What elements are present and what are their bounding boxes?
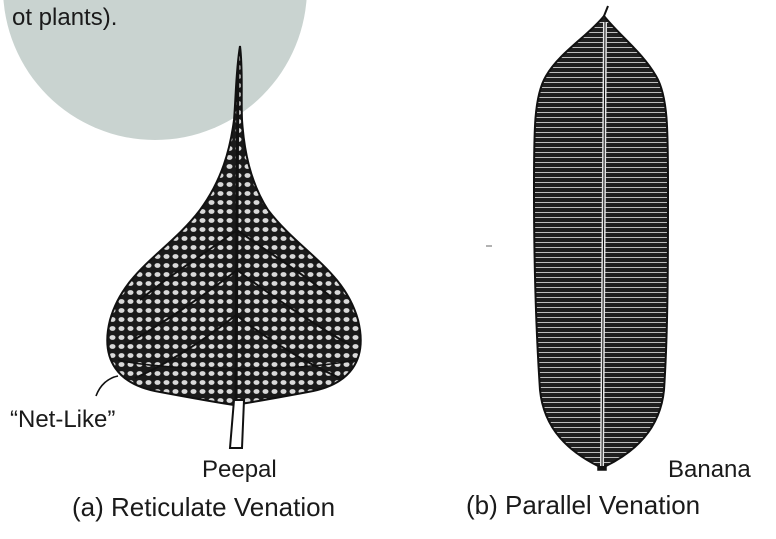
- net-like-callout: “Net-Like”: [10, 408, 115, 432]
- header-text-fragment: ot plants).: [12, 6, 117, 30]
- banana-label: Banana: [668, 458, 751, 482]
- banana-leaf: [534, 6, 668, 470]
- reticulate-venation-caption: (a) Reticulate Venation: [72, 494, 335, 520]
- peepal-label: Peepal: [202, 458, 277, 482]
- parallel-venation-caption: (b) Parallel Venation: [466, 492, 700, 518]
